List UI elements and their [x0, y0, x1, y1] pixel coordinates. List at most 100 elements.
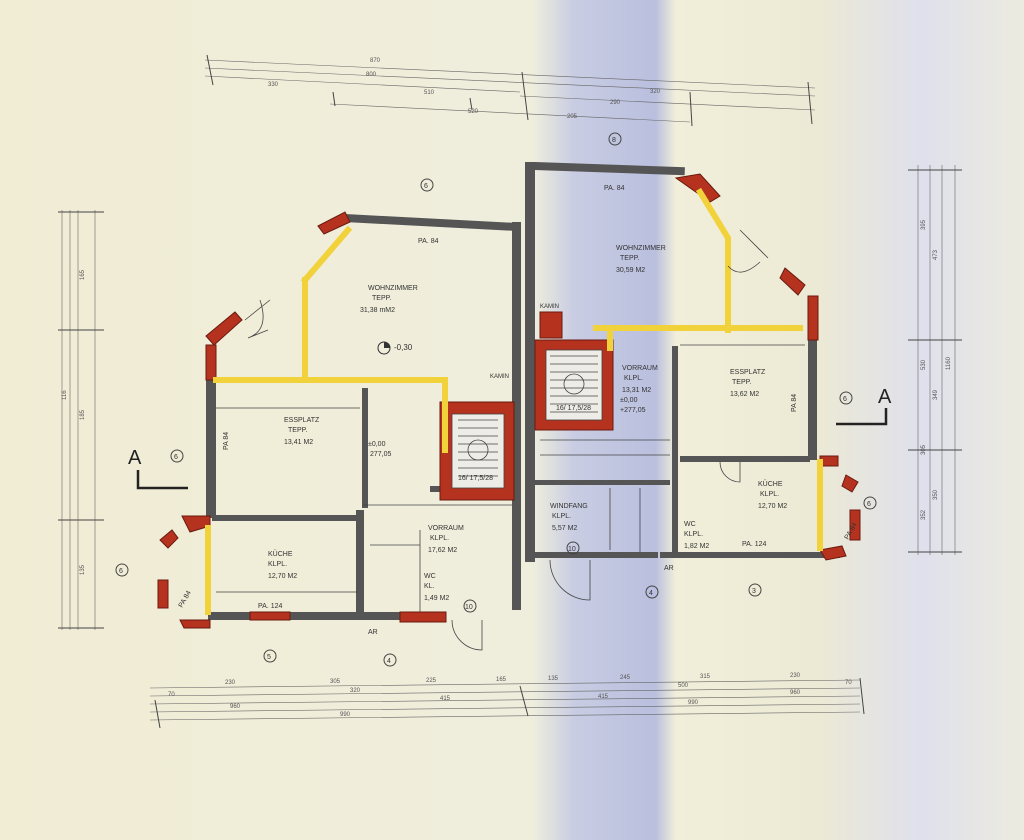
svg-text:6: 6 — [843, 396, 847, 403]
svg-text:70: 70 — [168, 692, 175, 698]
svg-text:17,62 M2: 17,62 M2 — [428, 547, 457, 554]
svg-text:6: 6 — [119, 568, 123, 575]
svg-text:960: 960 — [790, 690, 801, 696]
svg-text:VORRAUM: VORRAUM — [622, 365, 658, 372]
svg-text:PA. 84: PA. 84 — [604, 185, 625, 192]
svg-text:AR: AR — [664, 565, 674, 572]
axis-tag: 6 — [863, 496, 877, 510]
svg-text:10: 10 — [568, 546, 576, 553]
right-yellow-lines — [593, 187, 823, 551]
svg-text:330: 330 — [268, 82, 279, 88]
svg-text:PA. 124: PA. 124 — [258, 603, 282, 610]
svg-text:KLPL.: KLPL. — [684, 531, 703, 538]
svg-text:WC: WC — [424, 573, 436, 580]
room-kueche-left: KÜCHE KLPL. 12,70 M2 — [268, 550, 297, 580]
svg-text:70: 70 — [845, 680, 852, 686]
svg-text:30,59 M2: 30,59 M2 — [616, 267, 645, 274]
section-mark-right: A — [836, 386, 892, 426]
svg-text:13,62 M2: 13,62 M2 — [730, 391, 759, 398]
svg-text:-0,30: -0,30 — [394, 343, 413, 352]
svg-text:KLPL.: KLPL. — [624, 375, 643, 382]
svg-text:530: 530 — [921, 359, 927, 370]
svg-text:1,82 M2: 1,82 M2 — [684, 543, 709, 550]
room-essplatz-right: ESSPLATZ TEPP. 13,62 M2 — [730, 369, 766, 398]
svg-text:870: 870 — [370, 58, 381, 64]
svg-text:500: 500 — [678, 683, 689, 689]
svg-text:3: 3 — [752, 588, 756, 595]
svg-text:395: 395 — [921, 219, 927, 230]
svg-text:TEPP.: TEPP. — [732, 379, 751, 386]
axis-tag: 6 — [839, 391, 853, 405]
svg-text:225: 225 — [426, 678, 437, 684]
svg-text:800: 800 — [366, 72, 377, 78]
svg-text:510: 510 — [424, 90, 435, 96]
svg-text:290: 290 — [610, 100, 621, 106]
axis-tags: 6 8 5 4 4 3 10 10 6 6 6 6 — [115, 132, 877, 667]
svg-text:8: 8 — [612, 137, 616, 144]
svg-text:520: 520 — [468, 109, 479, 115]
svg-text:TEPP.: TEPP. — [620, 255, 639, 262]
room-kueche-right: KÜCHE KLPL. 12,70 M2 — [758, 480, 787, 510]
room-wohnzimmer-left: WOHNZIMMER TEPP. 31,38 mM2 — [360, 285, 418, 314]
axis-tag: 8 — [608, 132, 622, 146]
svg-text:16/ 17,5/28: 16/ 17,5/28 — [556, 405, 591, 412]
room-essplatz-left: ESSPLATZ TEPP. 13,41 M2 — [284, 417, 320, 446]
svg-text:990: 990 — [688, 700, 699, 706]
svg-text:6: 6 — [424, 183, 428, 190]
axis-tag: 5 — [263, 649, 277, 663]
svg-text:WOHNZIMMER: WOHNZIMMER — [368, 285, 418, 292]
svg-text:12,70 M2: 12,70 M2 — [758, 503, 787, 510]
svg-text:6: 6 — [867, 501, 871, 508]
left-partitions — [216, 299, 512, 651]
svg-text:277,05: 277,05 — [370, 451, 392, 458]
svg-text:116: 116 — [62, 390, 68, 400]
svg-text:VORRAUM: VORRAUM — [428, 525, 464, 532]
svg-text:205: 205 — [567, 114, 578, 120]
room-wc-right: WC KLPL. 1,82 M2 — [684, 521, 709, 550]
svg-text:KLPL.: KLPL. — [760, 491, 779, 498]
right-unit-annotations: PA. 84 PA 84 PA. 124 PA 84 ±0,00 +277,05… — [540, 185, 859, 572]
axis-tag: 6 — [115, 563, 129, 577]
svg-text:349: 349 — [933, 389, 939, 400]
svg-text:A: A — [128, 447, 142, 469]
svg-text:10: 10 — [465, 604, 473, 611]
svg-text:315: 315 — [700, 674, 711, 680]
axis-tag: 3 — [748, 583, 762, 597]
axis-tag: 4 — [383, 653, 397, 667]
svg-text:473: 473 — [933, 249, 939, 260]
svg-text:16/ 17,5/28: 16/ 17,5/28 — [458, 475, 493, 482]
axis-tag: 6 — [420, 178, 434, 192]
svg-text:±0,00: ±0,00 — [368, 441, 386, 448]
svg-text:305: 305 — [330, 679, 341, 685]
left-yellow-lines — [205, 225, 448, 615]
svg-text:A: A — [878, 386, 892, 408]
room-vorraum-left: VORRAUM KLPL. 17,62 M2 — [428, 525, 464, 554]
left-dimension-chain: 165 185 135 116 — [58, 210, 104, 630]
svg-text:AR: AR — [368, 629, 378, 636]
svg-text:135: 135 — [80, 564, 86, 575]
svg-text:WC: WC — [684, 521, 696, 528]
svg-text:KÜCHE: KÜCHE — [758, 480, 783, 488]
svg-text:PA. 84: PA. 84 — [418, 238, 439, 245]
right-staircase: 16/ 17,5/28 — [534, 339, 614, 431]
svg-text:WOHNZIMMER: WOHNZIMMER — [616, 245, 666, 252]
svg-text:KLPL.: KLPL. — [552, 513, 571, 520]
svg-text:ESSPLATZ: ESSPLATZ — [730, 369, 766, 376]
svg-text:320: 320 — [650, 89, 661, 95]
bottom-dimension-chain: 230 305 225 165 135 245 315 230 320 500 … — [149, 673, 865, 729]
left-bay-brick — [157, 211, 447, 629]
svg-text:PA. 124: PA. 124 — [742, 541, 766, 548]
svg-text:320: 320 — [350, 688, 361, 694]
svg-text:KAMIN: KAMIN — [490, 374, 509, 380]
svg-text:245: 245 — [620, 675, 631, 681]
svg-text:415: 415 — [440, 696, 451, 702]
svg-text:KLPL.: KLPL. — [430, 535, 449, 542]
svg-text:KLPL.: KLPL. — [268, 561, 287, 568]
room-windfang-right: WINDFANG KLPL. 5,57 M2 — [550, 503, 588, 532]
svg-text:6: 6 — [174, 454, 178, 461]
svg-text:415: 415 — [598, 694, 609, 700]
svg-text:WINDFANG: WINDFANG — [550, 503, 588, 510]
left-staircase: 16/ 17,5/28 — [439, 401, 515, 501]
svg-text:13,31 M2: 13,31 M2 — [622, 387, 651, 394]
